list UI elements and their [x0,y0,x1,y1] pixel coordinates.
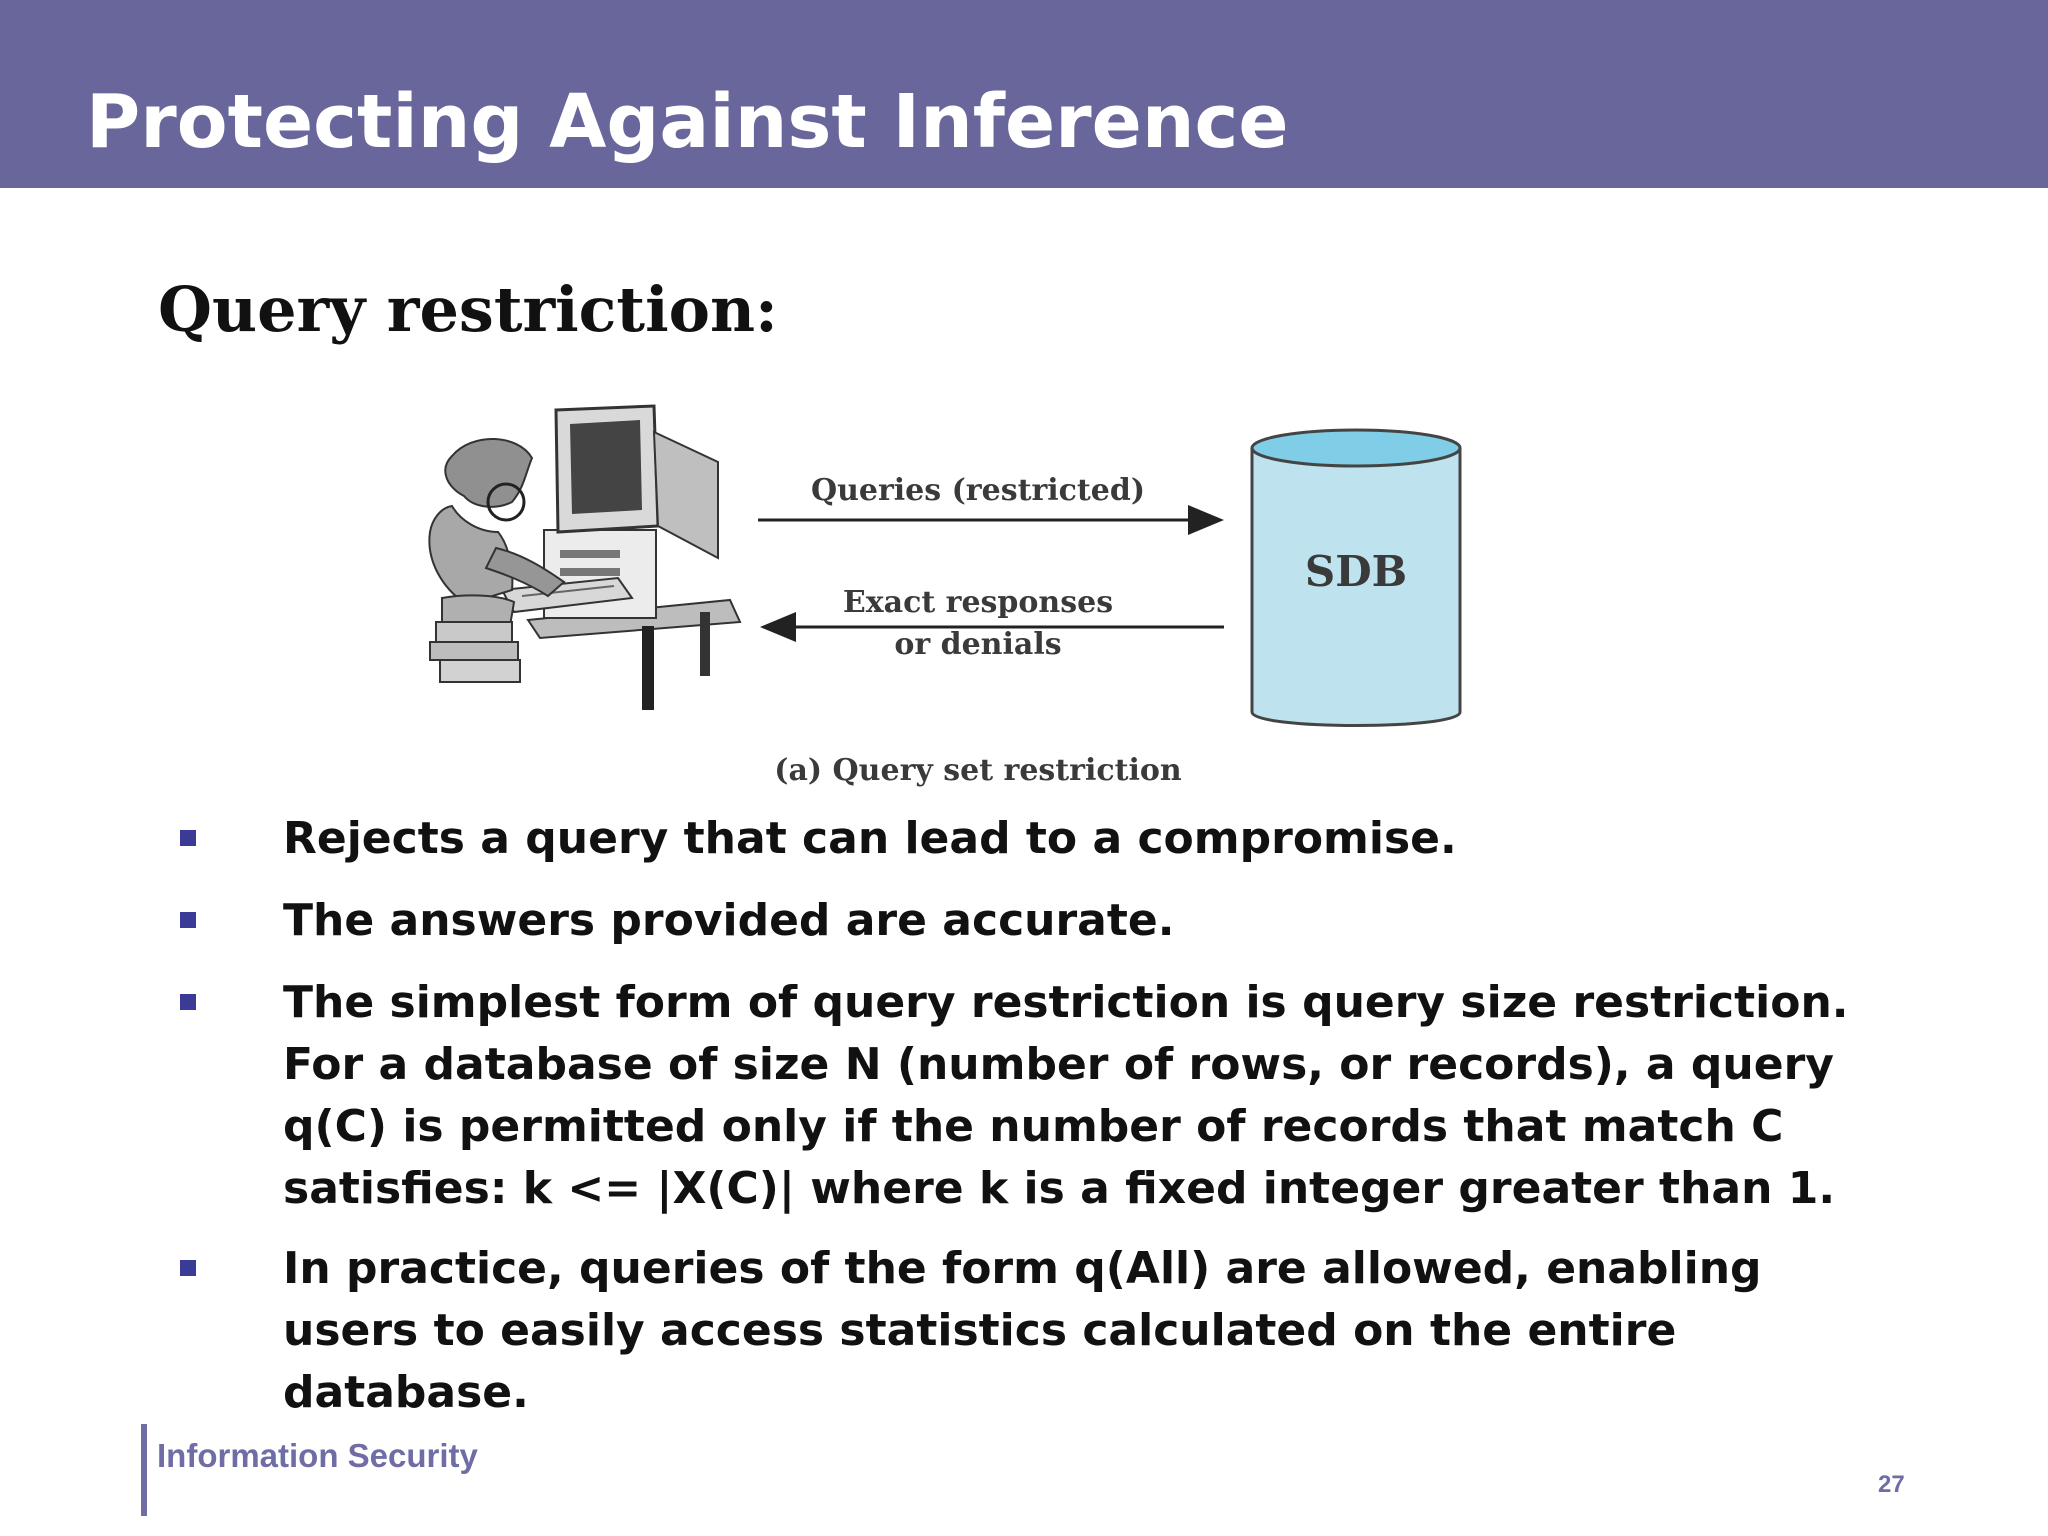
bullet-marker-icon [180,912,196,928]
bullet-marker-icon [180,1260,196,1276]
bullet-marker-icon [180,830,196,846]
footer-accent-line [141,1424,147,1516]
footer-label: Information Security [157,1437,478,1474]
bullet-text: The simplest form of query restriction i… [283,977,1849,1214]
slide-title: Protecting Against Inference [86,79,1289,165]
bullet-text: Rejects a query that can lead to a compr… [283,813,1457,864]
query-restriction-figure: Queries (restricted) Exact responses or … [400,400,1500,800]
figure-caption: (a) Query set restriction [774,753,1182,788]
responses-label-line2: or denials [894,627,1061,662]
user-at-computer-illustration [428,404,742,710]
section-title: Query restriction: [158,273,778,346]
page-number: 27 [1878,1471,1905,1498]
bullet-marker-icon [180,994,196,1010]
database-cylinder-icon [1250,428,1462,727]
bullet-text: In practice, queries of the form q(All) … [283,1243,1762,1418]
bullet-text: The answers provided are accurate. [283,895,1175,946]
responses-label-line1: Exact responses [843,585,1113,620]
title-bar [0,0,2048,188]
queries-label: Queries (restricted) [811,473,1145,508]
database-label: SDB [1305,547,1407,596]
